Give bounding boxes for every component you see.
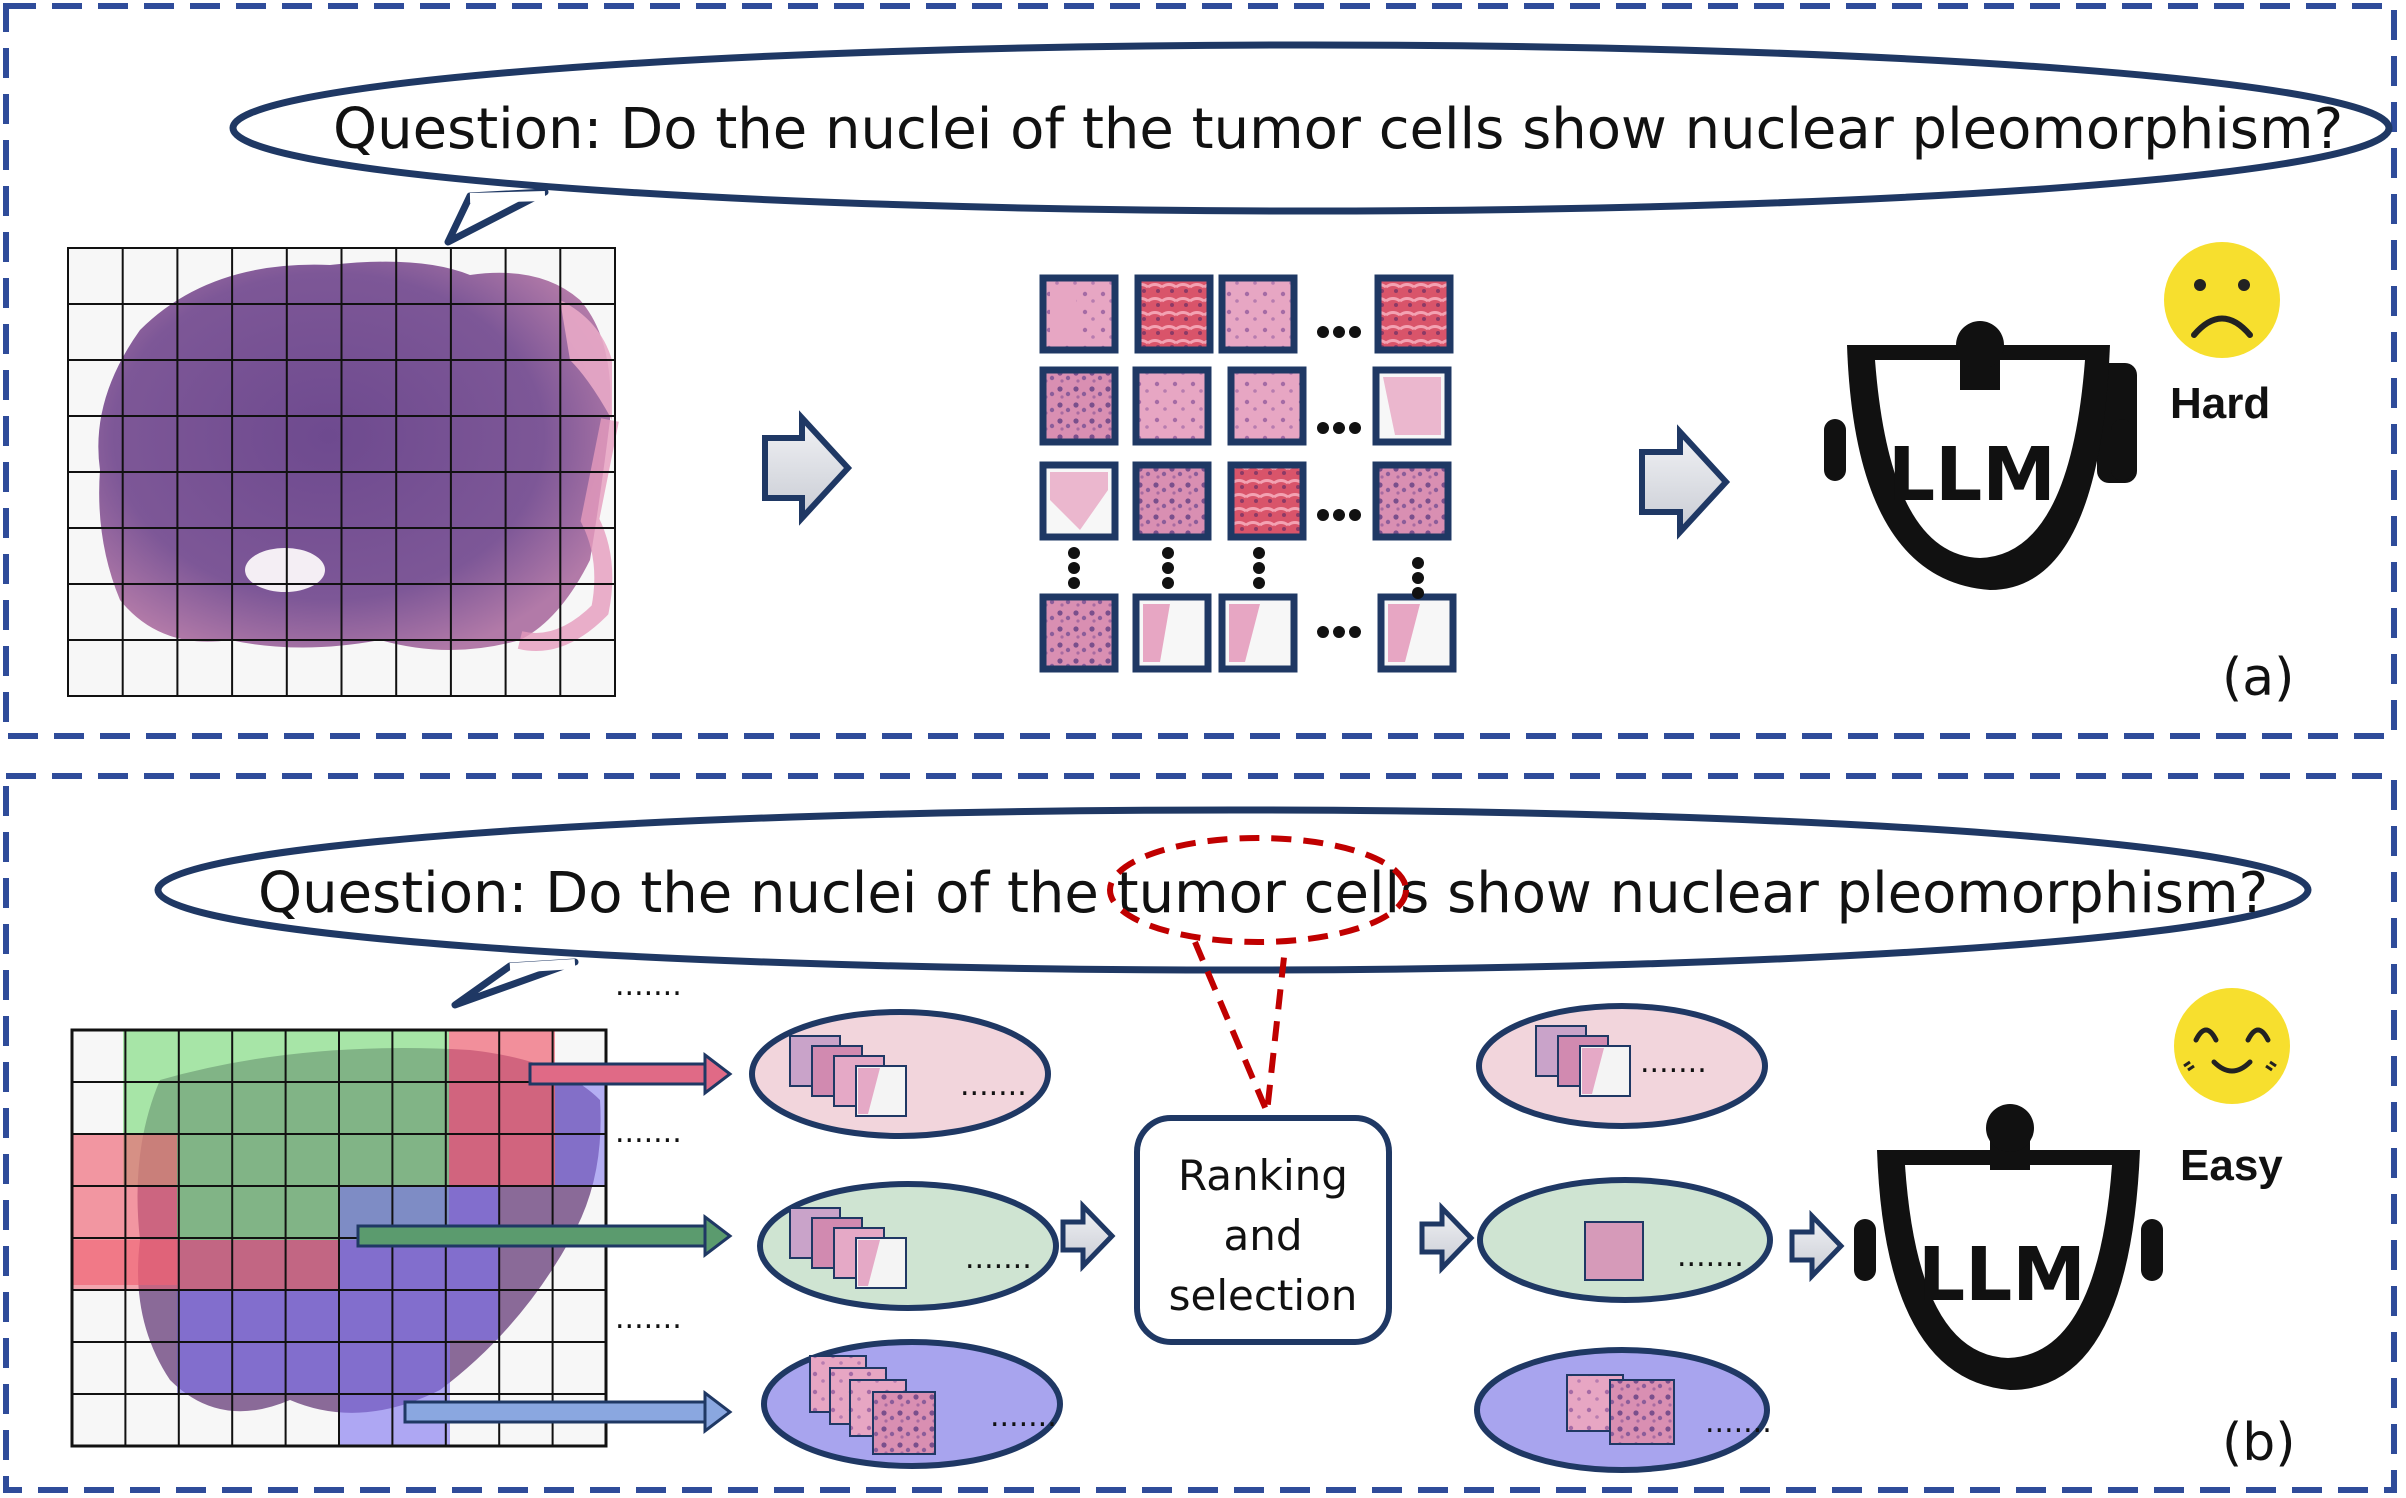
panel-a-label: (a) bbox=[2222, 648, 2294, 708]
panel-a-llm-label: LLM bbox=[1888, 432, 2056, 518]
panel-b-side-dots-1: ....... bbox=[615, 968, 682, 1003]
panel-b-side-dots-3: ....... bbox=[615, 1301, 682, 1336]
ranking-line-2: and bbox=[1223, 1211, 1302, 1260]
panel-b-pink-arrow bbox=[528, 1051, 733, 1097]
patch-group-green-dots: ....... bbox=[965, 1241, 1032, 1276]
selected-group-pink-dots: ....... bbox=[1640, 1045, 1707, 1080]
panel-a-sad-emoji-icon bbox=[2164, 242, 2280, 358]
region-red bbox=[449, 1030, 555, 1185]
panel-a-frame bbox=[3, 3, 2397, 739]
panel-b-question-bubble: Question: Do the nuclei of the tumor cel… bbox=[154, 806, 2312, 1124]
selected-group-blue: ....... bbox=[1474, 1347, 1772, 1473]
panel-a-hard-label: Hard bbox=[2170, 379, 2270, 428]
highlight-connector bbox=[1192, 940, 1288, 1124]
selected-group-green-dots: ....... bbox=[1677, 1239, 1744, 1274]
panel-b-blue-arrow bbox=[403, 1389, 733, 1435]
panel-b-arrow-from-ranking bbox=[1419, 1201, 1475, 1275]
panel-b-llm-label: LLM bbox=[1918, 1232, 2086, 1318]
panel-a-llm-robot-icon: LLM bbox=[1824, 321, 2137, 590]
panel-b-arrow-to-ranking bbox=[1060, 1199, 1116, 1273]
panel-b-side-dots-2: ....... bbox=[615, 1115, 682, 1150]
panel-b-frame bbox=[3, 773, 2397, 1493]
ranking-line-3: selection bbox=[1169, 1271, 1358, 1320]
patch-group-green: ....... bbox=[757, 1181, 1059, 1311]
patch-group-pink-dots: ....... bbox=[960, 1068, 1027, 1103]
selected-group-blue-dots: ....... bbox=[1705, 1405, 1772, 1440]
selected-group-pink: ....... bbox=[1476, 1003, 1768, 1129]
panel-a-question-text: Question: Do the nuclei of the tumor cel… bbox=[333, 97, 2343, 162]
panel-b-happy-emoji-icon bbox=[2174, 988, 2290, 1104]
panel-a-question-bubble: Question: Do the nuclei of the tumor cel… bbox=[229, 41, 2393, 246]
ranking-selection-box: Ranking and selection bbox=[1134, 1115, 1392, 1345]
panel-b-easy-label: Easy bbox=[2180, 1141, 2283, 1190]
panel-b-label: (b) bbox=[2222, 1413, 2296, 1473]
panel-a-arrow-1 bbox=[762, 410, 853, 526]
panel-a-arrow-2 bbox=[1639, 424, 1731, 540]
panel-a-wsi-image bbox=[67, 247, 619, 697]
panel-b-llm-robot-icon: LLM bbox=[1854, 1104, 2163, 1390]
panel-b-arrow-to-llm bbox=[1789, 1209, 1845, 1283]
selected-group-green: ....... bbox=[1477, 1177, 1773, 1303]
patch-group-pink: ....... bbox=[749, 1009, 1051, 1139]
panel-a-patch-grid bbox=[1039, 274, 1457, 673]
panel-b-question-text: Question: Do the nuclei of the tumor cel… bbox=[258, 861, 2268, 926]
patch-group-blue-dots: ....... bbox=[990, 1399, 1057, 1434]
ranking-line-1: Ranking bbox=[1178, 1151, 1348, 1200]
patch-group-blue: ....... bbox=[761, 1339, 1063, 1469]
panel-b-green-arrow bbox=[356, 1213, 733, 1259]
highlight-tumor-cells bbox=[1107, 835, 1409, 945]
panel-a-grid-lines bbox=[68, 248, 615, 696]
